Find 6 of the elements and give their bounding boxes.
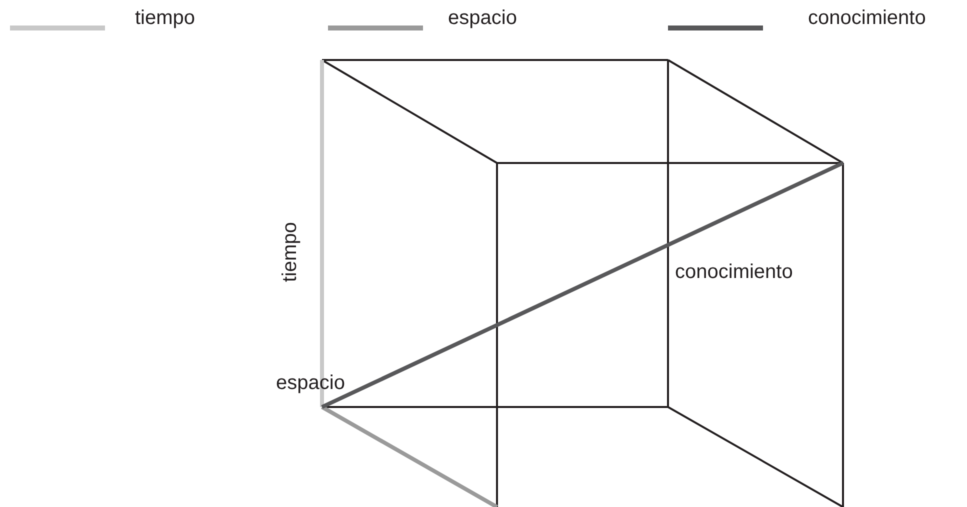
legend-label: espacio [448,8,517,28]
legend-label: tiempo [135,8,196,28]
axis-label: tiempo [280,222,300,282]
axis-label: espacio [276,373,345,393]
axis-label: conocimiento [675,262,793,282]
legend-label: conocimiento [808,8,926,28]
